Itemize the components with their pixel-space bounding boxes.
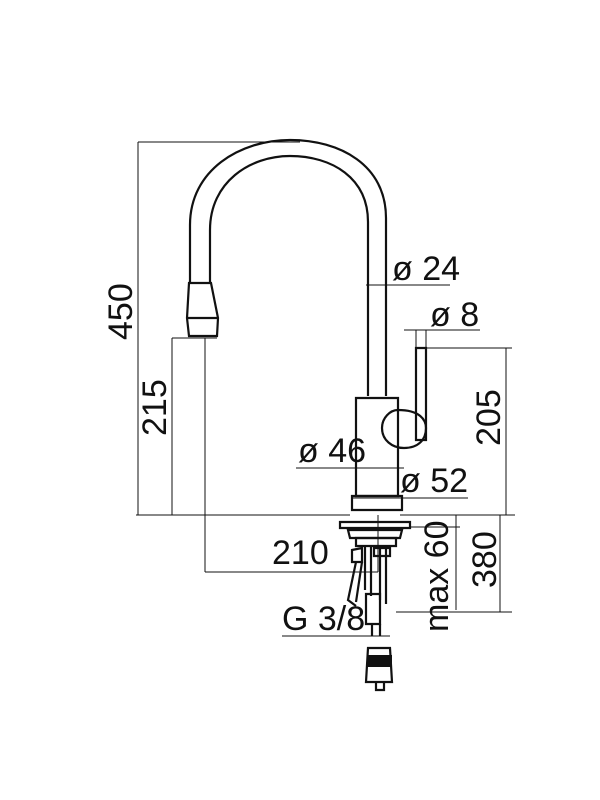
label-spout-diameter: ø 24 <box>392 250 460 288</box>
label-body-diameter: ø 46 <box>298 432 366 470</box>
faucet-outline <box>185 138 428 692</box>
label-max-deck-thickness: max 60 <box>418 521 456 633</box>
label-total-height: 450 <box>102 283 140 340</box>
label-base-diameter: ø 52 <box>400 462 468 500</box>
label-spout-reach: 210 <box>272 534 329 572</box>
label-spout-height: 215 <box>136 379 174 436</box>
dimension-lines <box>136 141 515 637</box>
label-connection-thread: G 3/8 <box>282 600 365 638</box>
label-handle-diameter: ø 8 <box>430 296 479 334</box>
label-hose-length: 380 <box>466 531 504 588</box>
dimension-labels: 450 215 205 210 max 60 380 ø 24 ø 8 ø 46… <box>102 250 508 638</box>
label-handle-height: 205 <box>470 389 508 446</box>
